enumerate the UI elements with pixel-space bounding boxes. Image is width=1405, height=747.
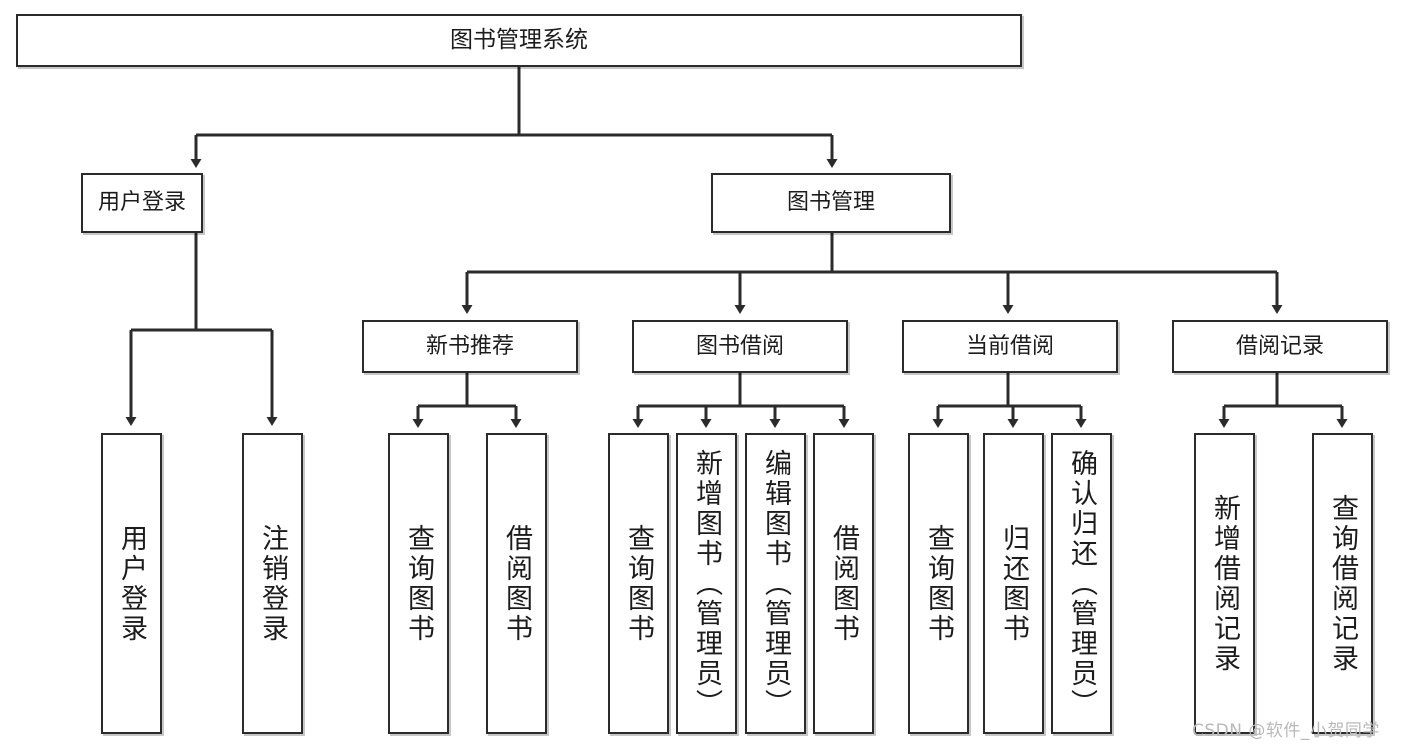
leaf-user-login-signout[interactable]: 注销登录: [242, 433, 303, 734]
node-label: 图书管理: [786, 190, 875, 216]
leaf-book-borrow-edit[interactable]: 编辑图书（管理员）: [745, 433, 806, 734]
node-label: 查询图书: [623, 523, 654, 644]
leaf-borrow-record-add[interactable]: 新增借阅记录: [1194, 433, 1255, 734]
node-label: 归还图书: [998, 523, 1029, 644]
node-label: 查询借阅记录: [1327, 493, 1358, 674]
node-label: 用户登录: [116, 523, 147, 644]
node-user-login[interactable]: 用户登录: [81, 173, 203, 233]
node-label: 新增借阅记录: [1209, 493, 1240, 674]
leaf-book-borrow-add[interactable]: 新增图书（管理员）: [676, 433, 737, 734]
leaf-book-borrow-query[interactable]: 查询图书: [608, 433, 669, 734]
node-label: 图书管理系统: [450, 26, 588, 53]
leaf-current-borrow-return[interactable]: 归还图书: [983, 433, 1044, 734]
leaf-new-book-query[interactable]: 查询图书: [388, 433, 449, 734]
node-label: 新书推荐: [425, 333, 514, 359]
leaf-new-book-borrow[interactable]: 借阅图书: [486, 433, 547, 734]
node-book-management[interactable]: 图书管理: [711, 173, 951, 233]
node-label: 当前借阅: [965, 333, 1054, 359]
node-label: 图书借阅: [695, 333, 784, 359]
leaf-book-borrow-lend[interactable]: 借阅图书: [813, 433, 874, 734]
node-new-book-recommend[interactable]: 新书推荐: [362, 320, 578, 373]
leaf-current-borrow-query[interactable]: 查询图书: [908, 433, 969, 734]
node-root-system[interactable]: 图书管理系统: [16, 14, 1022, 67]
leaf-user-login-signin[interactable]: 用户登录: [101, 433, 162, 734]
node-label: 新增图书（管理员）: [691, 448, 722, 719]
leaf-borrow-record-query[interactable]: 查询借阅记录: [1312, 433, 1373, 734]
node-label: 编辑图书（管理员）: [760, 448, 791, 719]
node-label: 确认归还（管理员）: [1066, 448, 1097, 719]
node-label: 查询图书: [403, 523, 434, 644]
node-label: 借阅图书: [828, 523, 859, 644]
leaf-current-borrow-confirm-return[interactable]: 确认归还（管理员）: [1051, 433, 1112, 734]
node-label: 查询图书: [923, 523, 954, 644]
node-current-borrow[interactable]: 当前借阅: [902, 320, 1118, 373]
node-label: 用户登录: [97, 190, 186, 216]
node-book-borrow[interactable]: 图书借阅: [632, 320, 848, 373]
node-label: 借阅图书: [501, 523, 532, 644]
watermark-text: CSDN @软件_小贺同学: [1192, 721, 1380, 741]
node-label: 注销登录: [257, 523, 288, 644]
node-borrow-record[interactable]: 借阅记录: [1172, 320, 1388, 373]
node-label: 借阅记录: [1235, 333, 1324, 359]
